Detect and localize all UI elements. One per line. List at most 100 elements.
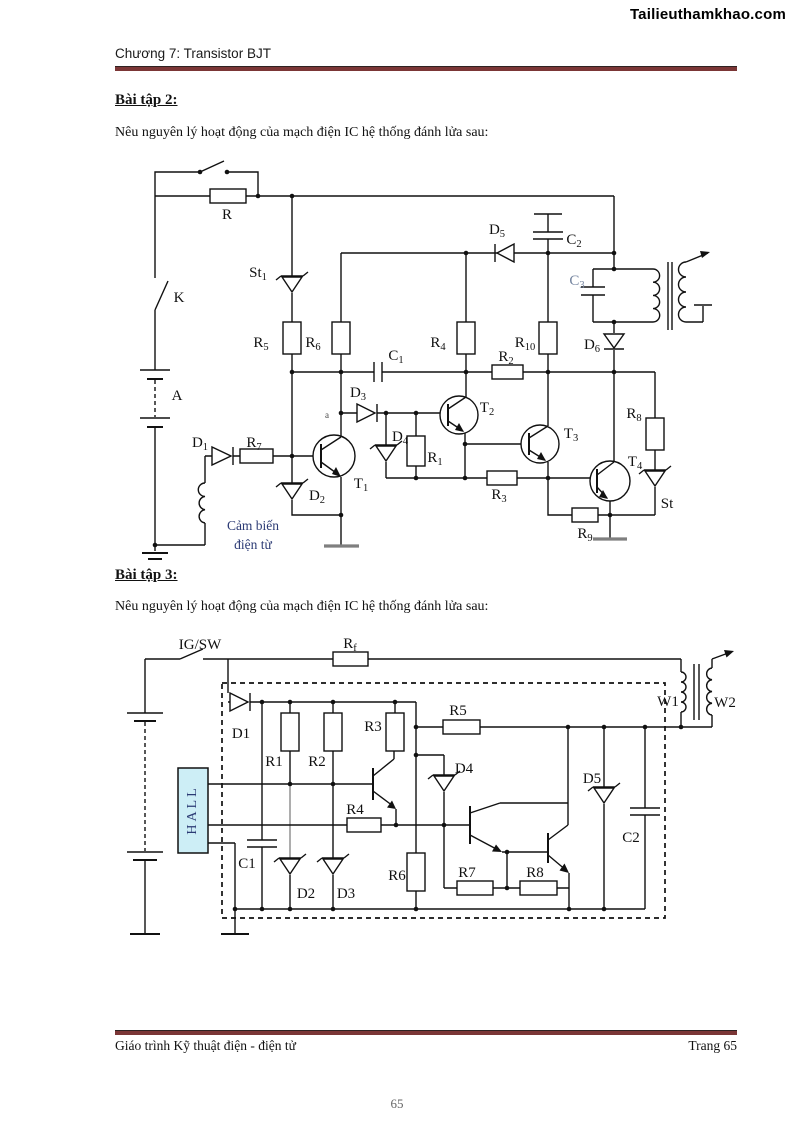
- diode-d3: [356, 402, 378, 424]
- label-r2: R2: [498, 349, 513, 367]
- label-r4: R4: [430, 335, 446, 353]
- label-st: St: [661, 496, 674, 512]
- label-d4: D4: [455, 761, 474, 777]
- resistor-r6: [331, 321, 351, 355]
- zener-st: [638, 465, 672, 488]
- label-d2: D2: [297, 886, 315, 902]
- label-t2: T2: [480, 400, 494, 418]
- label-r3: R3: [491, 487, 506, 505]
- resistor-r5: [282, 321, 302, 355]
- transistor-t4: [589, 460, 631, 502]
- label-st1: St1: [249, 265, 267, 283]
- resistor-r10: [538, 321, 558, 355]
- label-stray-a: a: [325, 410, 329, 420]
- label-d1: D1: [232, 726, 250, 742]
- label-sensor-line2: điện từ: [234, 537, 272, 552]
- hall-sensor: HALL: [177, 767, 209, 854]
- zener-d4: [427, 770, 461, 793]
- section-heading-3: Bài tập 3:: [115, 567, 178, 583]
- label-k: K: [174, 290, 185, 306]
- footer-rule: [115, 1030, 737, 1035]
- diode-d1: [211, 445, 234, 467]
- circuit1-resistors: [209, 188, 665, 523]
- label-r5: R5: [253, 335, 268, 353]
- circuit1-junctions: [152, 169, 617, 548]
- circuit1-wires: [140, 160, 712, 560]
- label-r8: R8: [626, 406, 641, 424]
- watermark-badge: Tailieuthamkhao.com: [629, 6, 786, 23]
- resistor-r8: [519, 880, 558, 896]
- header-rule: [115, 66, 737, 71]
- resistor-r7: [456, 880, 494, 896]
- hall-label: HALL: [185, 785, 200, 834]
- resistor-r3: [486, 470, 518, 486]
- circuit2-labels: IG/SW Rf D1 R1 R2 R3 R4 R5 R6 R7 R8 D2 D…: [179, 636, 736, 902]
- circuit2-resistors: [280, 651, 558, 896]
- label-r10: R10: [515, 335, 536, 353]
- transistor-t1: [312, 434, 356, 478]
- label-d1: D1: [192, 435, 208, 453]
- label-r9: R9: [577, 526, 592, 544]
- label-r5: R5: [449, 703, 467, 719]
- diode-d6: [602, 333, 626, 350]
- circuit-diagram-2: HALL IG/SW Rf D1 R1 R2 R3 R4 R5 R6 R7 R8…: [127, 636, 736, 935]
- circuit1-labels: R K A St1 R5 R6 C1 D5 C2 C3 R4 R10 R2 D6…: [172, 207, 675, 552]
- circuit-diagram-1: R K A St1 R5 R6 C1 D5 C2 C3 R4 R10 R2 D6…: [140, 160, 712, 560]
- label-rf: Rf: [343, 636, 357, 654]
- footer-page-label: Trang 65: [688, 1038, 737, 1053]
- label-d5: D5: [489, 222, 505, 240]
- zener-d4: [369, 440, 403, 463]
- label-d3: D3: [337, 886, 355, 902]
- label-r8: R8: [526, 865, 544, 881]
- label-r1: R1: [427, 450, 442, 468]
- resistor-rf: [332, 651, 369, 667]
- label-d3: D3: [350, 385, 366, 403]
- resistor-r1: [406, 435, 426, 467]
- resistor-r3: [385, 712, 405, 752]
- label-r7: R7: [246, 435, 261, 453]
- page-title: Chương 7: Transistor BJT: [115, 46, 271, 61]
- label-w2: W2: [714, 695, 736, 711]
- label-r6: R6: [305, 335, 320, 353]
- label-r1: R1: [265, 754, 283, 770]
- circuit2-junctions: [232, 699, 684, 912]
- label-igsw: IG/SW: [179, 637, 222, 653]
- label-d5: D5: [583, 771, 601, 787]
- diode-d5: [494, 242, 515, 264]
- label-r2: R2: [308, 754, 326, 770]
- transistor-t3: [520, 424, 560, 464]
- label-d2: D2: [309, 488, 325, 506]
- label-a: A: [172, 388, 183, 404]
- resistor-r6: [406, 852, 426, 892]
- ic-dashed-box: [221, 682, 666, 919]
- label-w1: W1: [657, 694, 679, 710]
- resistor-r4: [346, 817, 382, 833]
- label-c2: C2: [622, 830, 640, 846]
- label-r7: R7: [458, 865, 476, 881]
- transistor-t2: [439, 395, 479, 435]
- circuit1-diodes: [211, 242, 672, 501]
- resistor-r5: [442, 719, 481, 735]
- zener-d3: [316, 853, 350, 876]
- label-r6: R6: [388, 868, 406, 884]
- resistor-r2: [491, 364, 524, 380]
- label-d4: D4: [392, 429, 409, 447]
- label-t4: T4: [628, 454, 643, 472]
- label-sensor-line1: Cảm biến: [227, 518, 279, 533]
- section-prompt-3: Nêu nguyên lý hoạt động của mạch điện IC…: [115, 599, 489, 614]
- label-c2: C2: [566, 232, 581, 250]
- zener-d2: [275, 478, 309, 501]
- resistor-r8: [645, 417, 665, 451]
- label-r3: R3: [364, 719, 382, 735]
- label-t3: T3: [564, 426, 578, 444]
- label-c1: C1: [388, 348, 403, 366]
- label-r: R: [222, 207, 232, 223]
- circuit2-diodes: [229, 691, 621, 876]
- label-c1: C1: [238, 856, 256, 872]
- zener-d2: [273, 853, 307, 876]
- diode-d1: [229, 691, 251, 713]
- footer-book-title: Giáo trình Kỹ thuật điện - điện tử: [115, 1038, 296, 1053]
- label-r4: R4: [346, 802, 364, 818]
- resistor-r7: [239, 448, 274, 464]
